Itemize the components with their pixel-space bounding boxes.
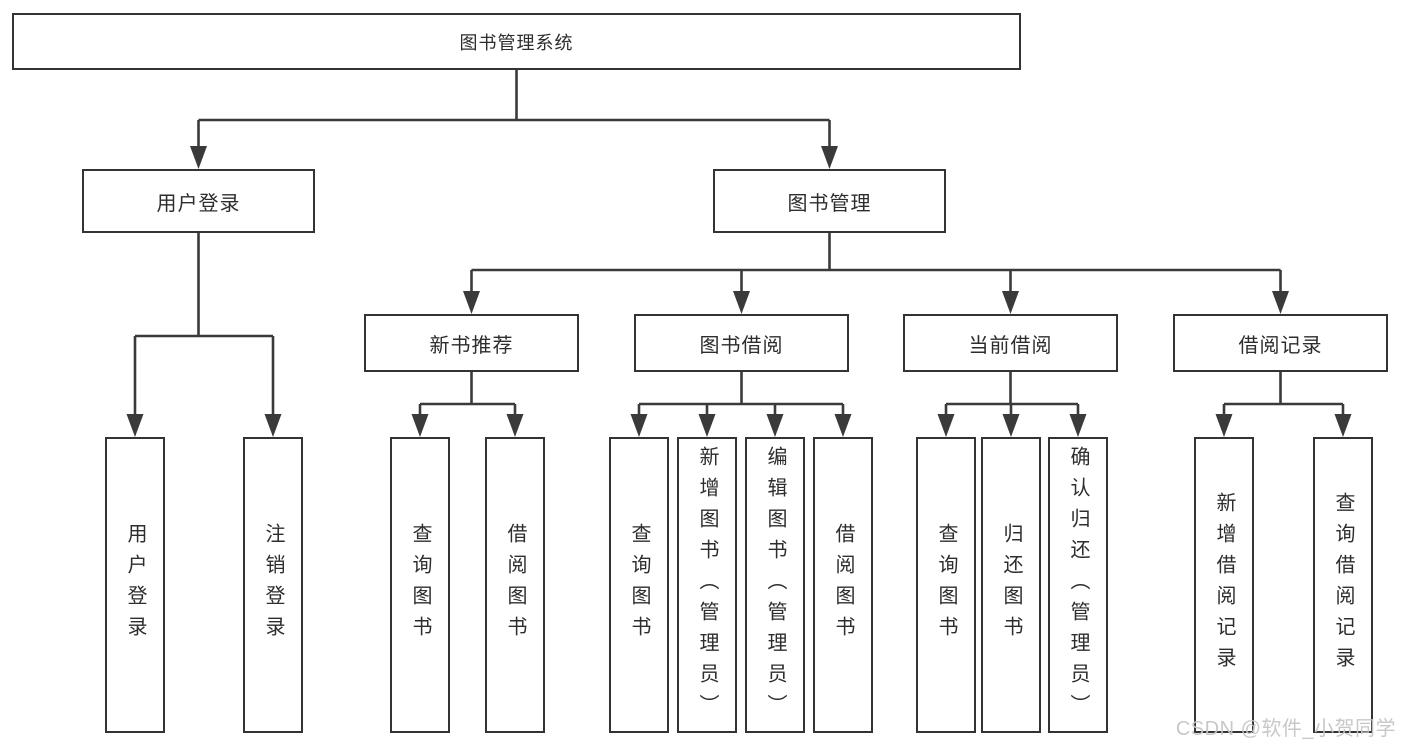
leaf-borrow-books: 借阅图书 <box>813 437 873 733</box>
leaf-borrow-books-recommend-label: 借阅图书 <box>504 523 526 647</box>
node-user-login: 用户登录 <box>82 169 315 233</box>
leaf-query-books-recommend: 查询图书 <box>390 437 450 733</box>
leaf-query-borrow-record: 查询借阅记录 <box>1313 437 1373 733</box>
leaf-confirm-return-admin: 确认归还（管理员） <box>1048 437 1108 733</box>
leaf-query-books-borrow-label: 查询图书 <box>628 523 650 647</box>
leaf-add-borrow-record: 新增借阅记录 <box>1194 437 1254 733</box>
leaf-add-borrow-record-label: 新增借阅记录 <box>1213 492 1235 678</box>
node-book-management: 图书管理 <box>713 169 946 233</box>
leaf-return-book-label: 归还图书 <box>1000 523 1022 647</box>
leaf-confirm-return-admin-label: 确认归还（管理员） <box>1067 445 1089 725</box>
leaf-user-login-label: 用户登录 <box>124 523 146 647</box>
leaf-borrow-books-recommend: 借阅图书 <box>485 437 545 733</box>
node-borrow-records: 借阅记录 <box>1173 314 1388 372</box>
leaf-query-books-recommend-label: 查询图书 <box>409 523 431 647</box>
node-current-borrow: 当前借阅 <box>903 314 1118 372</box>
leaf-logout: 注销登录 <box>243 437 303 733</box>
leaf-logout-label: 注销登录 <box>262 523 284 647</box>
leaf-query-books-current-label: 查询图书 <box>935 523 957 647</box>
leaf-edit-book-admin-label: 编辑图书（管理员） <box>764 445 786 725</box>
leaf-edit-book-admin: 编辑图书（管理员） <box>745 437 805 733</box>
leaf-return-book: 归还图书 <box>981 437 1041 733</box>
node-new-book-recommend: 新书推荐 <box>364 314 579 372</box>
leaf-query-books-current: 查询图书 <box>916 437 976 733</box>
leaf-add-book-admin: 新增图书（管理员） <box>677 437 737 733</box>
leaf-user-login: 用户登录 <box>105 437 165 733</box>
leaf-add-book-admin-label: 新增图书（管理员） <box>696 445 718 725</box>
node-root: 图书管理系统 <box>12 13 1021 70</box>
leaf-borrow-books-label: 借阅图书 <box>832 523 854 647</box>
node-book-borrow: 图书借阅 <box>634 314 849 372</box>
leaf-query-borrow-record-label: 查询借阅记录 <box>1332 492 1354 678</box>
leaf-query-books-borrow: 查询图书 <box>609 437 669 733</box>
